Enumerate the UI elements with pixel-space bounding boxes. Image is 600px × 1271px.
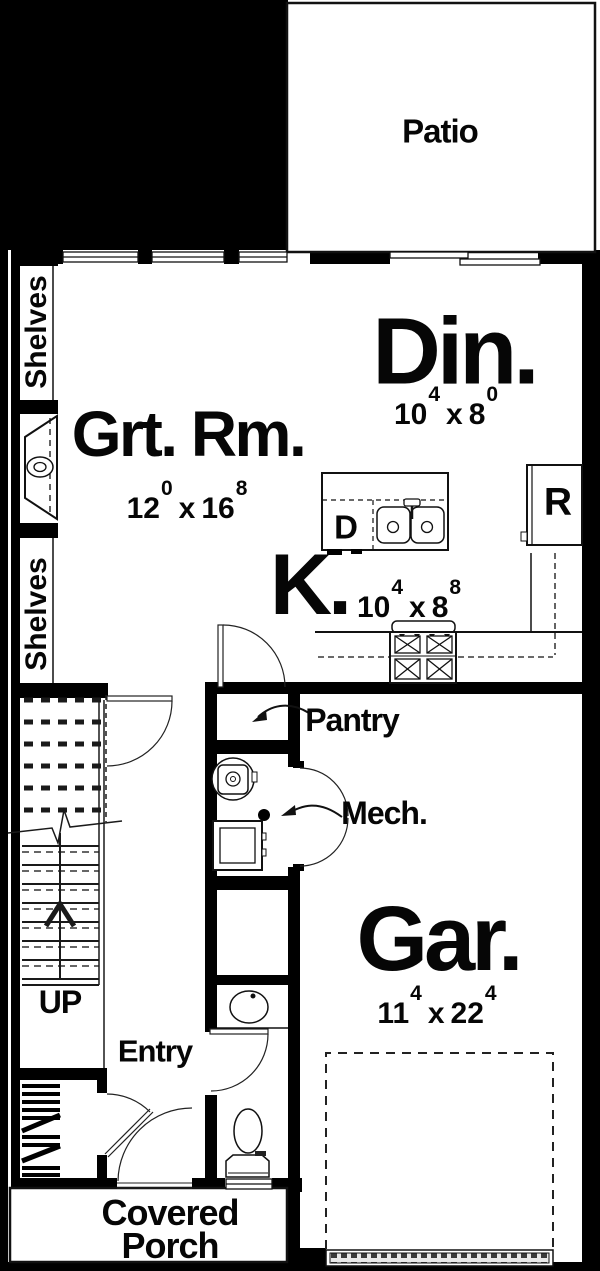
room-label-covered-porch: Covered Porch [101,1192,239,1266]
hall-door-leaf [106,695,173,702]
toilet-icon [225,1108,270,1178]
closet-door-leaf [104,1108,151,1155]
room-label-patio: Patio [402,112,479,150]
powder-door-leaf [209,1028,269,1035]
doors [104,624,349,1189]
closet-rod-icon [22,1084,60,1177]
dishwasher-label: D [334,508,358,546]
refrigerator-label: R [543,480,573,524]
wall-gap [8,250,11,1262]
windows [62,251,541,1190]
powder-door-arc [210,1033,269,1092]
closet-door-arc [106,1093,151,1113]
shelves-label-lower: Shelves [20,557,53,671]
floor-drain-icon [258,809,270,821]
room-label-mech: Mech. [341,795,428,831]
room-label-great-room: Grt. Rm. [71,398,307,470]
furnace-icon [212,820,267,871]
porch-outline [8,1186,289,1264]
fireplace-icon [24,414,58,521]
refrigerator-box [520,464,583,546]
shelves-label-upper: Shelves [20,275,53,389]
kitchen-door-leaf [217,624,224,688]
sink-icon [376,498,445,544]
stairs [7,695,123,1068]
room-label-entry: Entry [117,1033,193,1069]
stove-icon [389,620,457,684]
powder-sink-icon [217,990,288,1029]
stairs-up-label: UP [38,984,82,1020]
room-label-dining: Din. [372,298,539,405]
front-door-arc [117,1107,193,1182]
kitchen-door-arc [222,624,286,688]
hall-door-arc [106,700,173,767]
garage-slab-dashed-outline [325,1052,554,1249]
mech-door-arc-lower [299,817,349,867]
closet-rod-diagonals [21,1112,61,1164]
leader-arrows [252,704,343,818]
patio-outline [285,1,597,254]
water-heater-icon [211,757,258,801]
mech-door-arc-upper [299,767,349,817]
room-label-garage: Gar. [356,888,523,990]
room-label-kitchen: K. [270,537,352,633]
mech-arrow [287,804,343,818]
room-label-pantry: Pantry [305,702,400,738]
garage-door [325,1249,554,1267]
